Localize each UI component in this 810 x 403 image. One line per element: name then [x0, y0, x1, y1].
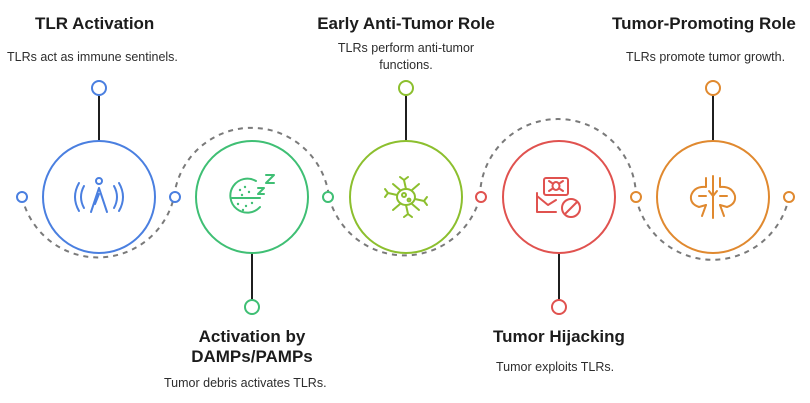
stem-node-5 — [705, 80, 721, 96]
sleep-debris-icon — [229, 174, 275, 214]
stem-node-2 — [244, 299, 260, 315]
dashed-connector — [21, 118, 790, 261]
virus-cell-icon — [384, 176, 428, 218]
step-title-damps-pamps: Activation by DAMPs/PAMPs — [150, 327, 354, 367]
tumor-growth-icon — [689, 175, 737, 219]
stem-node-4 — [551, 299, 567, 315]
person-signal-icon — [74, 177, 124, 213]
bug-block-icon — [536, 177, 581, 218]
junction-node-2 — [322, 191, 334, 203]
start-node — [16, 191, 28, 203]
step-desc-tumor-promoting: TLRs promote tumor growth. — [626, 50, 786, 64]
junction-node-3 — [475, 191, 487, 203]
step-title-line-1: Activation by — [198, 327, 306, 346]
step-desc-hijacking: Tumor exploits TLRs. — [496, 360, 615, 374]
end-node — [783, 191, 795, 203]
step-circle-tlr-activation — [42, 140, 156, 254]
step-desc-anti-tumor: TLRs perform anti-tumor functions. — [306, 40, 506, 74]
step-title-anti-tumor: Early Anti-Tumor Role — [317, 14, 495, 33]
step-desc-line-2: functions. — [379, 58, 433, 72]
step-circle-hijacking — [502, 140, 616, 254]
step-title-tumor-promoting: Tumor-Promoting Role — [612, 14, 796, 33]
step-desc-damps-pamps: Tumor debris activates TLRs. — [164, 376, 327, 390]
stem-node-1 — [91, 80, 107, 96]
step-title-hijacking: Tumor Hijacking — [493, 327, 625, 346]
junction-node-1 — [169, 191, 181, 203]
stem-node-3 — [398, 80, 414, 96]
junction-node-4 — [630, 191, 642, 203]
step-desc-tlr-activation: TLRs act as immune sentinels. — [7, 50, 178, 64]
step-title-tlr-activation: TLR Activation — [35, 14, 155, 33]
step-title-line-2: DAMPs/PAMPs — [191, 347, 313, 366]
step-desc-line-1: TLRs perform anti-tumor — [337, 41, 475, 55]
